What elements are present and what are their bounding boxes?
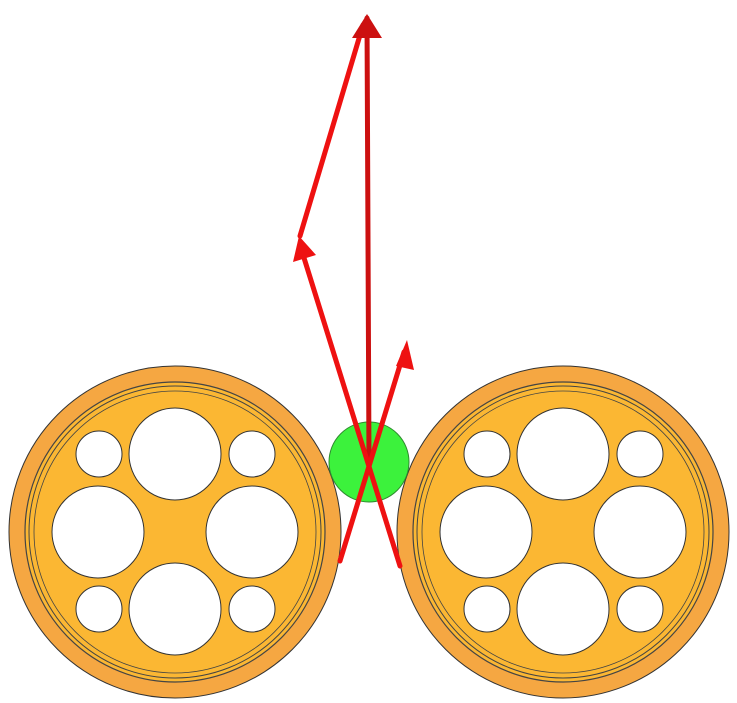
arrowhead-b <box>396 340 414 370</box>
left-wheel <box>8 365 342 699</box>
right-wheel-hole-small-tr <box>616 430 664 478</box>
vector-b <box>337 349 407 564</box>
arrowheads <box>293 14 414 370</box>
vector-a <box>297 242 403 569</box>
right-wheel-hole-right <box>593 485 687 579</box>
vectors <box>297 15 407 569</box>
right-wheel-hole-bottom <box>516 562 610 656</box>
arrowhead-a <box>293 236 316 262</box>
right-wheel <box>396 365 730 699</box>
right-wheel-hole-small-tl <box>463 430 511 478</box>
right-wheel-hole-small-br <box>616 585 664 633</box>
left-wheel-hole-small-tl <box>75 430 123 478</box>
left-wheel-hole-top <box>128 407 222 501</box>
arrowhead-sum <box>352 14 382 38</box>
right-wheel-hole-top <box>516 407 610 501</box>
left-wheel-hole-left <box>51 485 145 579</box>
right-wheel-hole-small-bl <box>463 585 511 633</box>
left-wheel-hole-right <box>205 485 299 579</box>
vector-sum <box>364 15 372 465</box>
right-wheel-rim-groove-inner <box>416 385 710 679</box>
left-wheel-hole-small-br <box>228 585 276 633</box>
left-wheel-rim-groove-inner <box>28 385 322 679</box>
right-wheel-hole-left <box>439 485 533 579</box>
left-wheel-rim-groove-inner2 <box>33 390 317 674</box>
vector-c <box>297 22 366 239</box>
right-wheel-rim-groove-inner2 <box>421 390 705 674</box>
left-wheel-hole-small-bl <box>75 585 123 633</box>
left-wheel-hole-bottom <box>128 562 222 656</box>
left-wheel-hole-small-tr <box>228 430 276 478</box>
